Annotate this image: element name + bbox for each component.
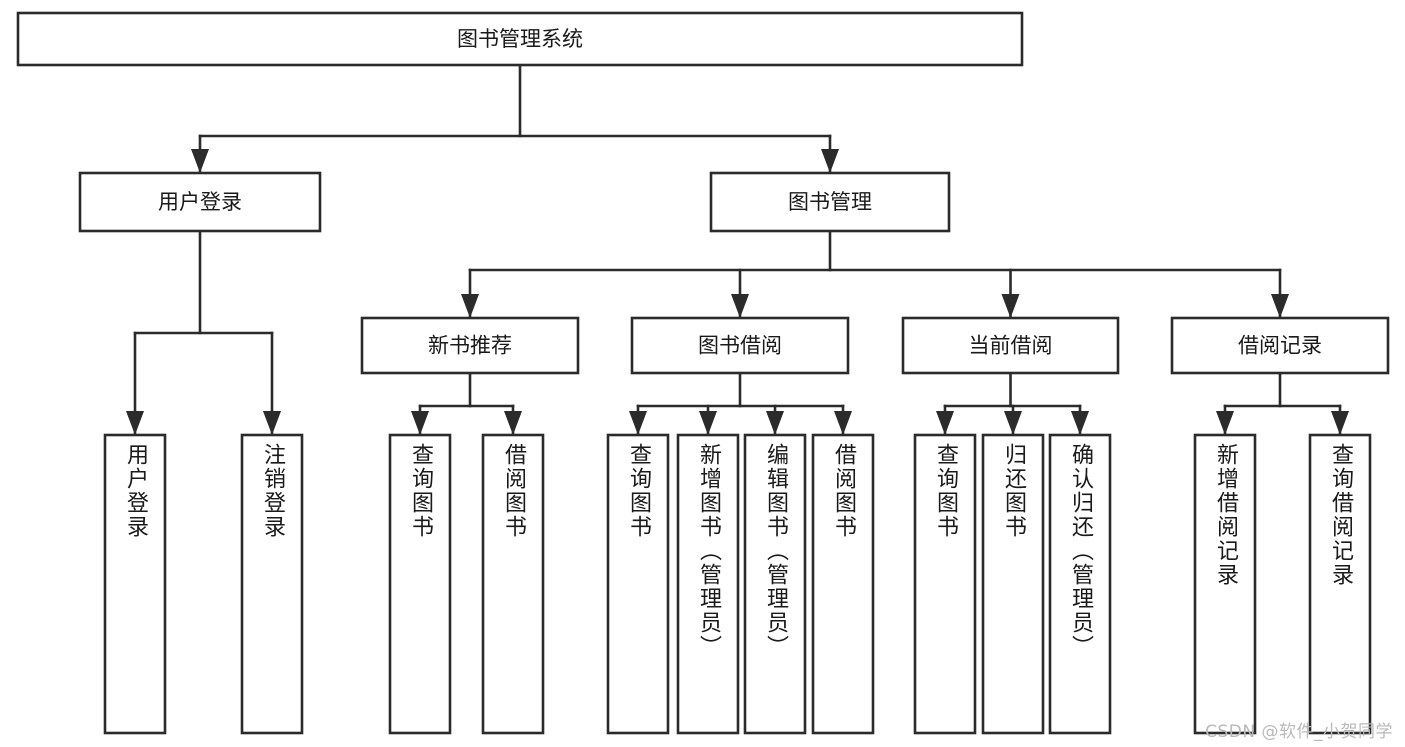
arrowhead-icon [821,149,839,173]
node-leaf-edit-book-admin[interactable] [743,433,807,735]
arrowhead-icon [1216,411,1234,435]
node-label: 新书推荐 [428,334,512,358]
node-current-borrow[interactable]: 当前借阅 [901,316,1120,375]
node-leaf-user-login[interactable] [103,433,167,735]
arrowhead-icon [191,149,209,173]
node-box [630,316,850,375]
node-label: 当前借阅 [969,334,1053,358]
node-box [913,433,977,735]
node-label: 用户登录 [158,190,242,214]
arrowhead-icon [263,411,281,435]
node-box [901,316,1120,375]
connector-layer [126,63,1349,437]
node-book-manage[interactable]: 图书管理 [709,171,951,233]
arrowhead-icon [461,294,479,318]
node-box [1170,316,1390,375]
node-label: 图书借阅 [698,334,782,358]
node-box [1308,433,1372,735]
arrowhead-icon [1071,411,1089,435]
node-leaf-borrow-book-recommend[interactable] [481,433,545,735]
node-label: 图书管理系统 [457,27,583,51]
node-box [1048,433,1112,735]
node-borrow-record[interactable]: 借阅记录 [1170,316,1390,375]
node-leaf-return-book[interactable] [981,433,1045,735]
node-label: 图书管理 [788,190,872,214]
node-book-borrow[interactable]: 图书借阅 [630,316,850,375]
arrowhead-icon [1331,411,1349,435]
node-box [481,433,545,735]
node-label: 借阅记录 [1238,334,1322,358]
node-box [240,433,304,735]
node-leaf-borrow-book[interactable] [811,433,875,735]
arrowhead-icon [411,411,429,435]
node-box [606,433,670,735]
arrowhead-icon [1001,294,1020,318]
node-leaf-user-logout[interactable] [240,433,304,735]
node-box [676,433,740,735]
node-leaf-query-book-current[interactable] [913,433,977,735]
node-leaf-add-borrow-record[interactable] [1193,433,1257,735]
arrowhead-icon [834,411,852,435]
watermark: CSDN @软件_小贺同学 [1205,722,1393,742]
node-box [78,171,322,233]
node-box [1193,433,1257,735]
node-box [388,433,452,735]
node-new-book-recommend[interactable]: 新书推荐 [360,316,580,375]
arrowhead-icon [126,411,144,435]
node-leaf-query-borrow-record[interactable] [1308,433,1372,735]
node-leaf-confirm-return-admin[interactable] [1048,433,1112,735]
node-root[interactable]: 图书管理系统 [16,11,1024,67]
arrowhead-icon [1004,411,1022,435]
arrowhead-icon [629,411,647,435]
node-box [709,171,951,233]
node-box [360,316,580,375]
node-box [811,433,875,735]
node-leaf-add-book-admin[interactable] [676,433,740,735]
arrowhead-icon [766,411,784,435]
node-box [103,433,167,735]
arrowhead-icon [936,411,954,435]
arrowhead-icon [504,411,522,435]
node-box [981,433,1045,735]
node-leaf-query-book-borrow[interactable] [606,433,670,735]
arrowhead-icon [731,294,749,318]
node-box [743,433,807,735]
node-user-login[interactable]: 用户登录 [78,171,322,233]
node-box [16,11,1024,67]
arrowhead-icon [1271,294,1289,318]
arrowhead-icon [699,411,717,435]
node-leaf-query-book-recommend[interactable] [388,433,452,735]
